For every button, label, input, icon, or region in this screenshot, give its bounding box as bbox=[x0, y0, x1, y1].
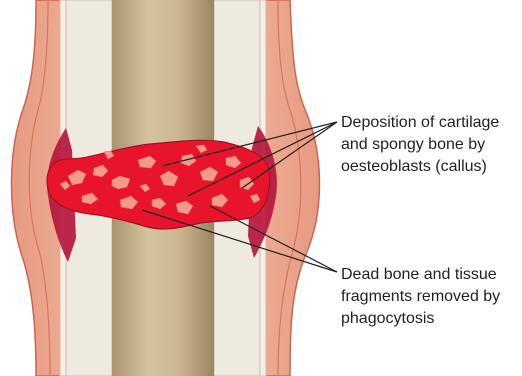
callus-label: Deposition of cartilage and spongy bone … bbox=[341, 112, 499, 178]
callus-label-line-3: oesteoblasts (callus) bbox=[341, 156, 499, 178]
phagocytosis-label-line-2: fragments removed by bbox=[341, 286, 500, 308]
phagocytosis-label-line-1: Dead bone and tissue bbox=[341, 264, 500, 286]
callus-label-line-1: Deposition of cartilage bbox=[341, 112, 499, 134]
phagocytosis-label: Dead bone and tissue fragments removed b… bbox=[341, 264, 500, 330]
callus-label-line-2: and spongy bone by bbox=[341, 134, 499, 156]
phagocytosis-label-line-3: phagocytosis bbox=[341, 308, 500, 330]
